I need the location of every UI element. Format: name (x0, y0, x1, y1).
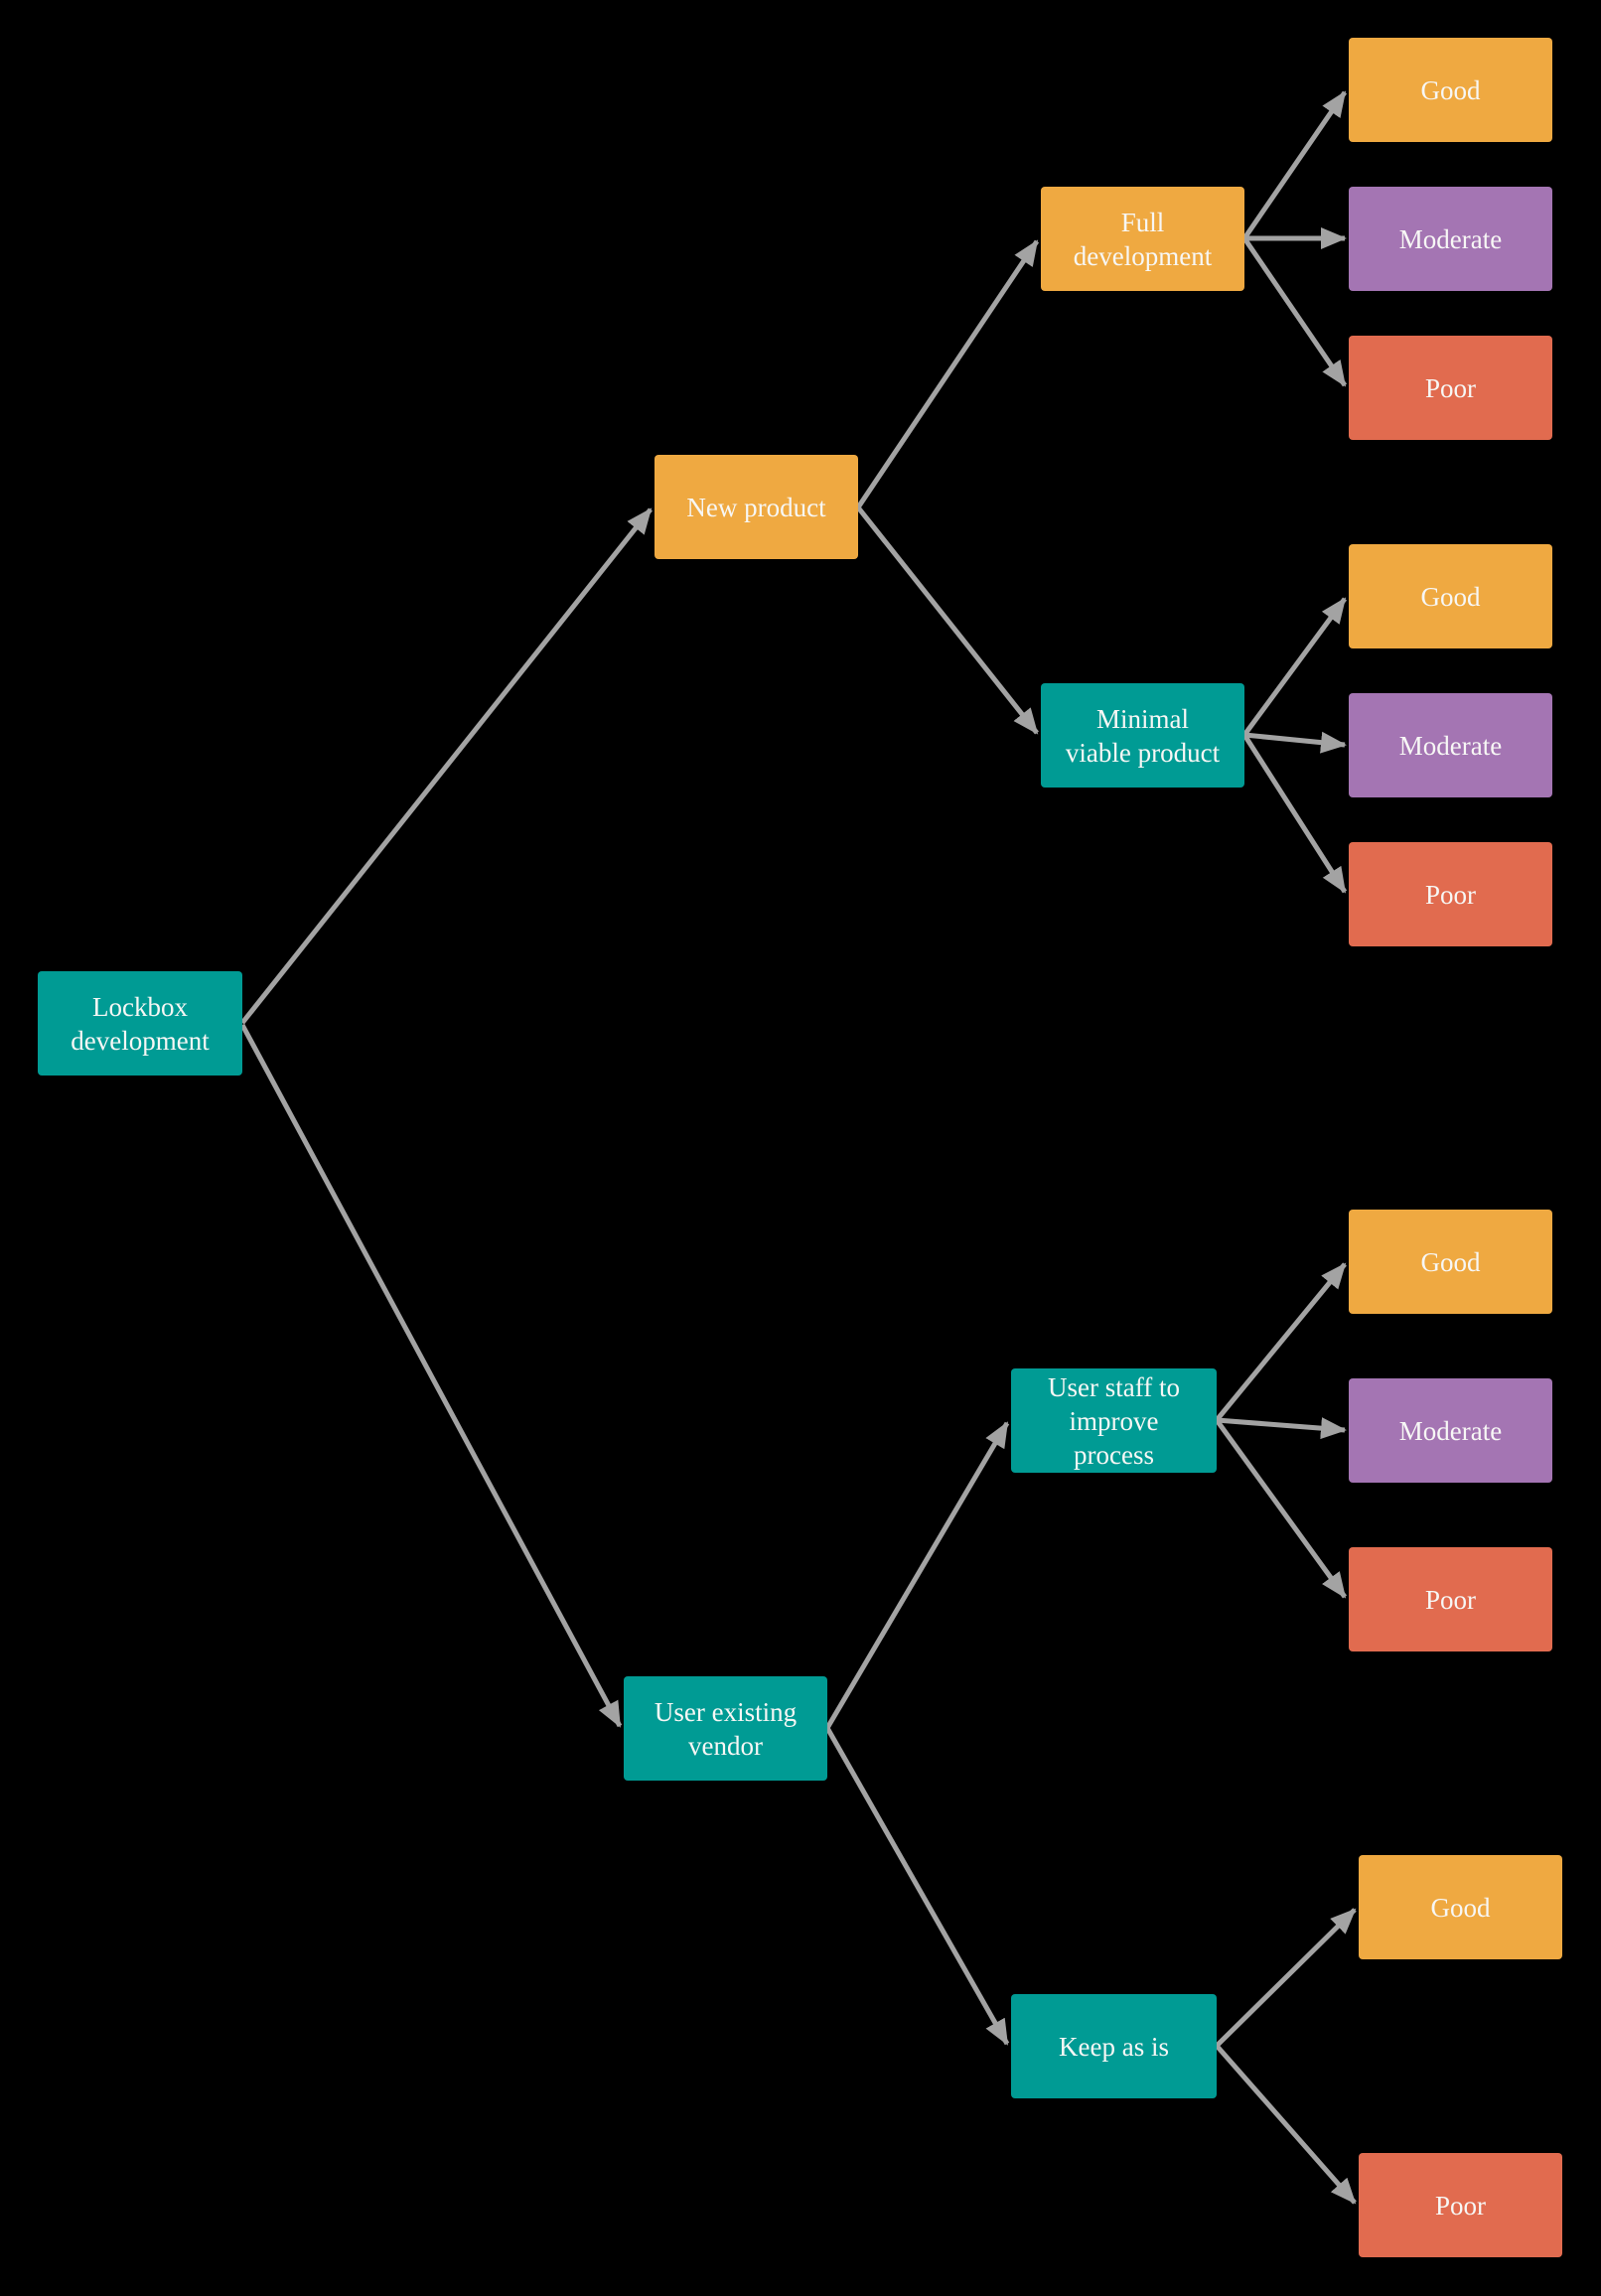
node-keep-outcome-good[interactable]: Good (1359, 1855, 1562, 1959)
edge-keep-as-is-to-good (1215, 1908, 1357, 2048)
node-staff-outcome-moderate[interactable]: Moderate (1349, 1378, 1552, 1483)
node-mvp-outcome-moderate[interactable]: Moderate (1349, 693, 1552, 797)
edge-user-staff-to-good (1215, 1262, 1347, 1422)
edge-new-product-to-minimal-viable-product (856, 505, 1039, 735)
node-full-dev-outcome-good[interactable]: Good (1349, 38, 1552, 142)
node-new-product[interactable]: New product (655, 455, 858, 559)
node-full-dev-outcome-moderate[interactable]: Moderate (1349, 187, 1552, 291)
node-minimal-viable-product[interactable]: Minimal viable product (1041, 683, 1244, 788)
edge-root-to-new-product (240, 507, 653, 1025)
edge-user-staff-to-moderate (1216, 1417, 1347, 1440)
edge-vendor-to-user-staff (824, 1421, 1010, 1730)
edge-root-to-user-existing-vendor (239, 1023, 623, 1728)
edge-full-development-to-good (1241, 90, 1348, 240)
edge-vendor-to-keep-as-is (824, 1726, 1010, 2046)
edge-new-product-to-full-development (855, 239, 1040, 509)
edge-mvp-to-poor (1241, 733, 1348, 894)
node-user-existing-vendor[interactable]: User existing vendor (624, 1676, 827, 1781)
node-lockbox-development[interactable]: Lockbox development (38, 971, 242, 1076)
edge-mvp-to-good (1241, 597, 1348, 737)
node-keep-outcome-poor[interactable]: Poor (1359, 2153, 1562, 2257)
edge-mvp-to-moderate (1243, 731, 1347, 754)
edge-keep-as-is-to-poor (1215, 2044, 1357, 2205)
node-full-development[interactable]: Full development (1041, 187, 1244, 291)
node-staff-outcome-good[interactable]: Good (1349, 1210, 1552, 1314)
node-full-dev-outcome-poor[interactable]: Poor (1349, 336, 1552, 440)
node-user-staff-to-improve-process[interactable]: User staff to improve process (1011, 1368, 1217, 1473)
node-keep-as-is[interactable]: Keep as is (1011, 1994, 1217, 2098)
node-staff-outcome-poor[interactable]: Poor (1349, 1547, 1552, 1651)
edge-full-development-to-poor (1241, 236, 1348, 387)
edge-user-staff-to-poor (1214, 1418, 1348, 1599)
node-mvp-outcome-good[interactable]: Good (1349, 544, 1552, 648)
node-mvp-outcome-poor[interactable]: Poor (1349, 842, 1552, 946)
